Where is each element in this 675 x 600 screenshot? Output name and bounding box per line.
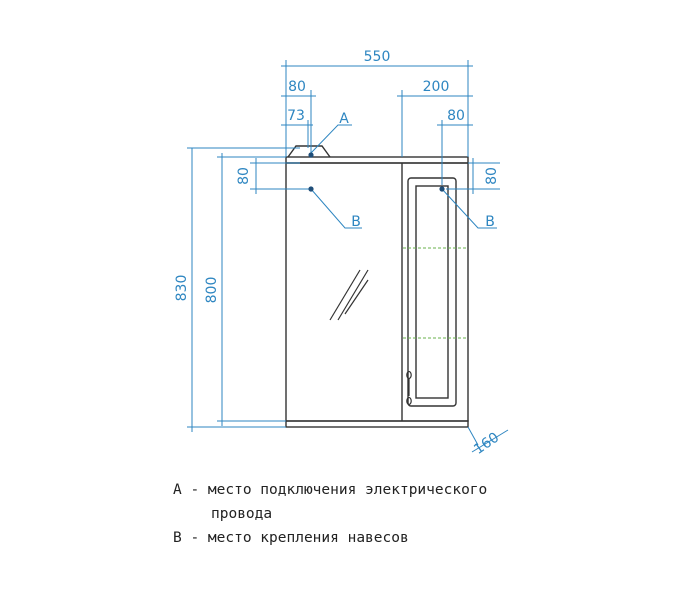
point-b-left bbox=[308, 186, 314, 192]
dim-left-offset-80: 80 bbox=[288, 79, 306, 95]
door-handle bbox=[406, 370, 412, 406]
dim-right-v-80: 80 bbox=[484, 167, 500, 185]
cabinet-body bbox=[285, 162, 469, 422]
dim-door-offset-80: 80 bbox=[447, 108, 465, 124]
top-light-fixture bbox=[287, 145, 331, 158]
legend-a-continuation: провода bbox=[211, 506, 273, 522]
callout-leaders bbox=[310, 124, 497, 229]
callout-b-left-label: B bbox=[351, 214, 361, 230]
legend-b-line: B - место крепления навесов bbox=[173, 530, 409, 546]
callout-b-right-leader bbox=[441, 188, 497, 229]
cabinet-outline bbox=[285, 145, 469, 428]
dim-total-width: 550 bbox=[364, 49, 391, 65]
shelves bbox=[403, 247, 467, 339]
dim-left-v-80: 80 bbox=[236, 167, 252, 185]
dim-height-800: 800 bbox=[204, 277, 220, 304]
callout-b-right-label: B bbox=[485, 214, 495, 230]
mirror-reflection-icon bbox=[329, 269, 369, 321]
dim-left-offset-73: 73 bbox=[287, 108, 305, 124]
dimension-lines bbox=[187, 60, 509, 453]
door-frame-outer bbox=[407, 177, 457, 407]
cabinet-top-panel bbox=[285, 156, 469, 164]
point-a bbox=[308, 152, 314, 158]
legend-a-line: A - место подключения электрического bbox=[173, 482, 488, 498]
mount-points bbox=[308, 152, 445, 192]
callout-a-leader bbox=[310, 124, 352, 154]
cabinet-bottom-panel bbox=[285, 420, 469, 428]
callout-b-left-leader bbox=[310, 188, 362, 229]
dim-depth: 160 bbox=[471, 430, 502, 458]
callout-a-label: A bbox=[339, 111, 349, 127]
point-b-right bbox=[439, 186, 445, 192]
legend: A - место подключения электрического про… bbox=[173, 478, 487, 550]
dim-height-830: 830 bbox=[174, 275, 190, 302]
door-frame-inner bbox=[415, 185, 449, 399]
dim-door-width: 200 bbox=[423, 79, 450, 95]
